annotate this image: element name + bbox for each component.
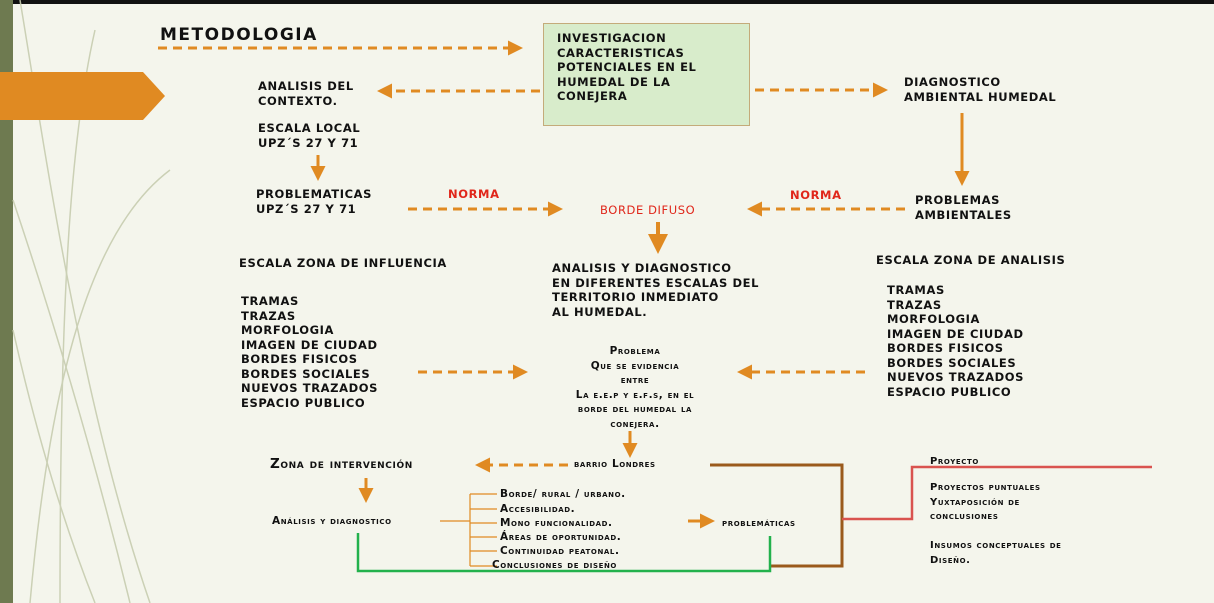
bracket-item: Mono funcionalidad.	[500, 517, 613, 529]
analisis-diagnostico: ANALISIS Y DIAGNOSTICO EN DIFERENTES ESC…	[552, 261, 760, 319]
brown-connector	[710, 463, 844, 568]
salmon-connector	[842, 465, 1152, 521]
left-list: TRAMAS TRAZAS MORFOLOGIA IMAGEN DE CIUDA…	[241, 294, 379, 410]
borde-difuso: BORDE DIFUSO	[600, 203, 696, 217]
zona-intervencion: Zona de intervención	[270, 456, 413, 472]
right-list: TRAMAS TRAZAS MORFOLOGIA IMAGEN DE CIUDA…	[887, 283, 1025, 399]
analisis-diagnostico-small: Análisis y diagnostico	[272, 515, 392, 527]
left-bar	[0, 0, 13, 603]
problema-text: Problema Que se evidencia entre La e.e.p…	[575, 345, 695, 430]
problemas-ambientales: PROBLEMAS AMBIENTALES	[915, 193, 1012, 222]
bracket-item: Accesibilidad.	[500, 503, 576, 515]
green-connector	[356, 533, 772, 573]
center-box-text: INVESTIGACION CARACTERISTICAS POTENCIALE…	[557, 31, 697, 103]
bracket-item: Continuidad peatonal.	[500, 545, 620, 557]
escala-local: ESCALA LOCAL UPZ´S 27 Y 71	[258, 121, 361, 150]
escala-analisis: ESCALA ZONA DE ANALISIS	[876, 253, 1066, 267]
analisis-contexto: ANALISIS DEL CONTEXTO.	[258, 79, 354, 108]
orange-tab-icon	[0, 72, 165, 120]
bracket-lines	[440, 493, 497, 567]
investigation-box	[543, 23, 750, 126]
norma-left: NORMA	[448, 187, 500, 201]
barrio-londres: barrio Londres	[574, 458, 656, 470]
arrows	[158, 40, 970, 529]
proyecto: Proyecto	[930, 456, 979, 467]
top-border	[0, 0, 1214, 4]
proyecto-details: Proyectos puntuales Yuxtaposición de con…	[930, 482, 1041, 522]
conclusiones-diseno: Conclusiones de diseño	[492, 559, 617, 571]
bracket-item: Áreas de oportunidad.	[500, 531, 622, 543]
diagnostico-ambiental: DIAGNOSTICO AMBIENTAL HUMEDAL	[904, 75, 1057, 104]
insumos: Insumos conceptuales de Diseño.	[930, 540, 1062, 566]
norma-right: NORMA	[790, 188, 842, 202]
problematicas-small: problemáticas	[722, 517, 796, 529]
escala-influencia: ESCALA ZONA DE INFLUENCIA	[239, 256, 447, 270]
bracket-item: Borde/ rural / urbano.	[500, 488, 626, 500]
title: METODOLOGIA	[160, 25, 318, 45]
problematicas-upz: PROBLEMATICAS UPZ´S 27 Y 71	[256, 187, 373, 216]
